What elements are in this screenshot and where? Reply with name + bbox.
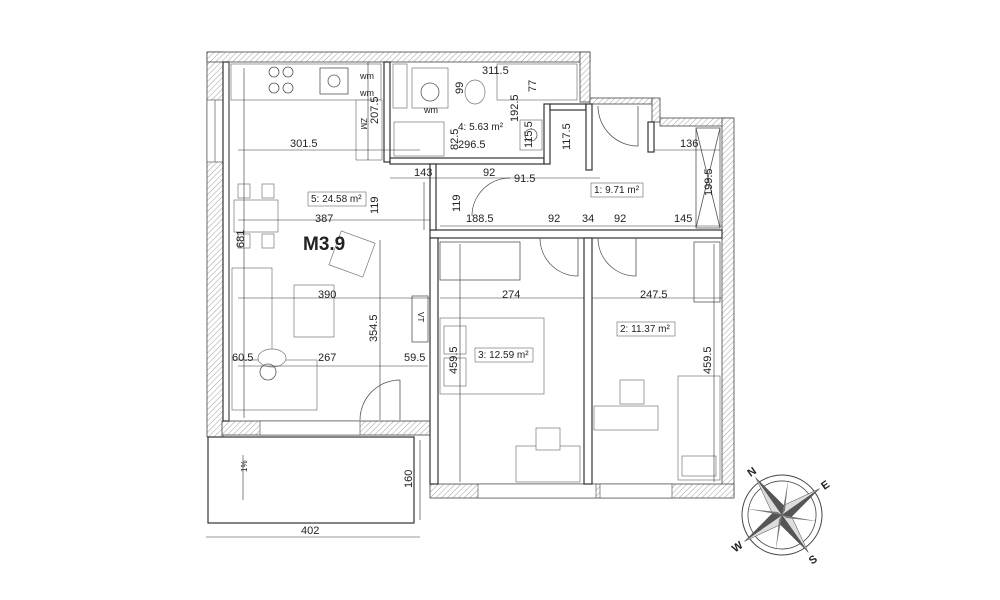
room-label-2-box: [616, 321, 676, 337]
room-label-3-box: [474, 347, 534, 363]
dim-119-b: 119: [451, 194, 463, 212]
dimension-lines: [206, 62, 722, 538]
room-label-1-box: [590, 182, 644, 198]
dim-82-5: 82.5: [449, 129, 461, 150]
interior-walls: [222, 61, 723, 485]
wardrobe-hall: [695, 127, 721, 229]
dim-390: 390: [318, 289, 336, 301]
compass-rose: N E S W: [730, 465, 832, 567]
dim-34: 34: [582, 213, 594, 225]
dim-117-5: 117.5: [561, 123, 573, 150]
dim-59-5: 59.5: [404, 352, 425, 364]
dining-table: [233, 183, 279, 249]
zm-mark: ZM: [359, 118, 368, 130]
dim-143: 143: [414, 167, 432, 179]
compass-e: E: [819, 479, 832, 493]
dim-267: 267: [318, 352, 336, 364]
compass-w: W: [730, 539, 746, 555]
apartment-code: M3.9: [303, 234, 345, 255]
dim-60-5: 60.5: [232, 352, 253, 364]
dim-354-5: 354.5: [368, 314, 380, 342]
room-label-5-box: [307, 191, 367, 207]
bedroom-3-furniture: [439, 241, 581, 483]
dim-115-5: 115.5: [523, 121, 535, 148]
room-label-4: 4: 5.63 m²: [458, 122, 504, 133]
room-label-3: 3: 12.59 m²: [478, 350, 529, 361]
dim-119-a: 119: [369, 196, 381, 214]
dim-274: 274: [502, 289, 520, 301]
balcony: [207, 436, 415, 524]
room-label-1: 1: 9.71 m²: [594, 185, 640, 196]
dim-311-5: 311.5: [482, 65, 509, 77]
wm-mark-2: wm: [359, 88, 374, 98]
dim-188-5: 188.5: [466, 213, 494, 225]
dim-402: 402: [301, 525, 319, 537]
exterior-walls: [206, 51, 735, 499]
room-labels: M3.9 5: 24.58 m² 4: 5.63 m² 1: 9.71 m² 3…: [303, 122, 676, 363]
dim-247-5: 247.5: [640, 289, 668, 301]
bathroom-fixtures: [392, 63, 578, 157]
compass-n: N: [745, 465, 758, 479]
dim-92-b: 92: [548, 213, 560, 225]
room-label-2: 2: 11.37 m²: [620, 324, 671, 335]
dim-92-a: 92: [483, 167, 495, 179]
fixture-marks: wm wm wm ZM VT 1%: [240, 71, 438, 472]
dim-92-c: 92: [614, 213, 626, 225]
vt-mark: VT: [416, 312, 425, 322]
bedroom-2-furniture: [593, 241, 721, 481]
dim-77: 77: [527, 80, 539, 92]
door-swings: [359, 105, 639, 421]
dimension-labels: 311.5 99 77 192.5 207.5 82.5 296.5 115.5…: [232, 65, 715, 537]
dim-91-5: 91.5: [514, 173, 535, 185]
compass-s: S: [807, 553, 820, 567]
dim-296-5: 296.5: [458, 139, 486, 151]
dim-459-5-b: 459.5: [702, 346, 714, 374]
room-label-5: 5: 24.58 m²: [311, 194, 362, 205]
slope-mark: 1%: [240, 460, 249, 472]
dim-99: 99: [454, 82, 466, 94]
wm-mark-1: wm: [359, 71, 374, 81]
dim-387: 387: [315, 213, 333, 225]
dim-160: 160: [403, 470, 415, 488]
wm-mark-3: wm: [423, 105, 438, 115]
dim-145: 145: [674, 213, 692, 225]
living-furniture: [231, 230, 429, 411]
dim-207-5: 207.5: [369, 96, 381, 124]
dim-301-5: 301.5: [290, 138, 318, 150]
dim-459-5-a: 459.5: [448, 346, 460, 374]
dim-136: 136: [680, 138, 698, 150]
dim-199-5: 199.5: [703, 168, 715, 196]
dim-192-5: 192.5: [509, 94, 521, 122]
dim-681: 681: [235, 230, 247, 248]
